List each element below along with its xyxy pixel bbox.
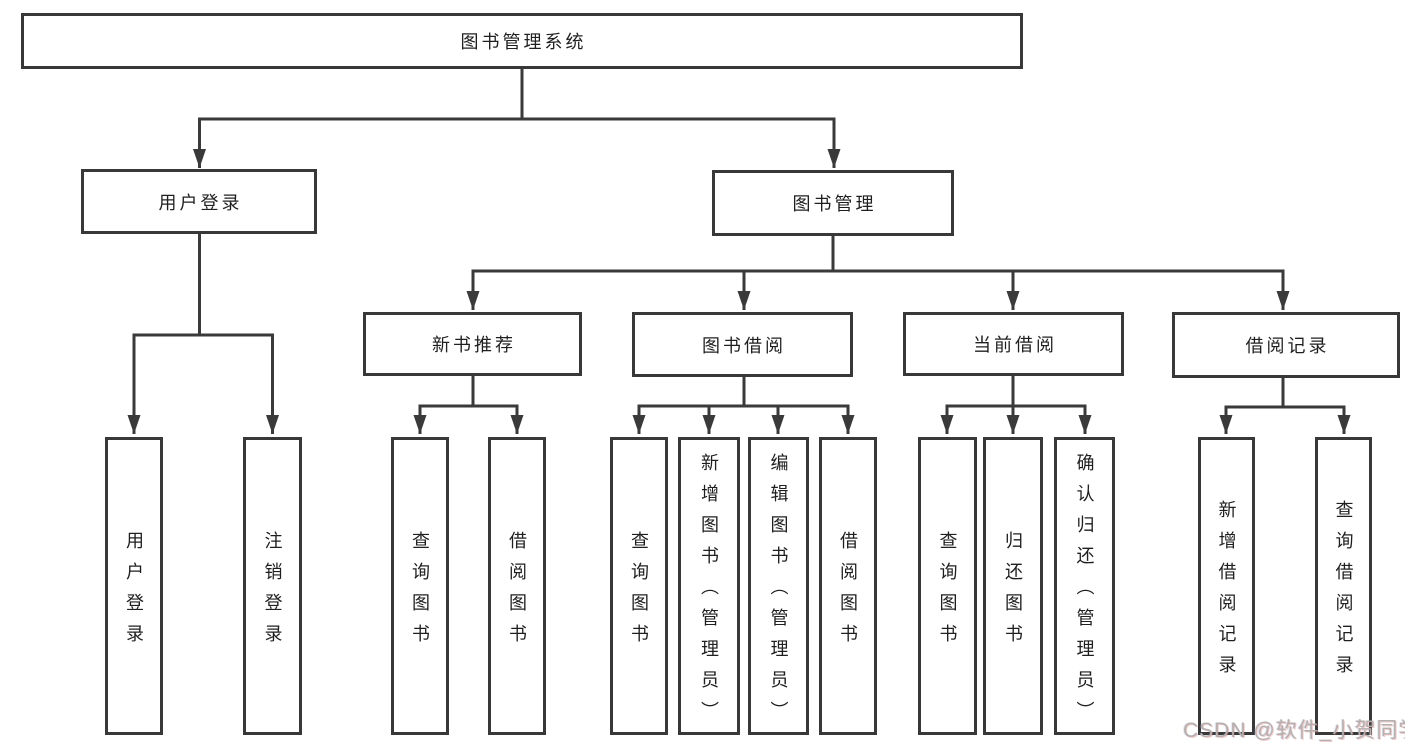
node-label: 图书管理系统 xyxy=(460,32,587,52)
leaf-user-login: 用户登录 xyxy=(105,437,163,735)
node-user-login: 用户登录 xyxy=(81,169,317,234)
node-label: 归还图书 xyxy=(1003,530,1023,655)
node-book-borrowing: 图书借阅 xyxy=(632,312,853,377)
leaf-add-borrow-record: 新增借阅记录 xyxy=(1198,437,1255,735)
leaf-query-books-recommend: 查询图书 xyxy=(391,437,449,735)
leaf-edit-book-admin: 编辑图书（管理员） xyxy=(748,437,809,735)
leaf-query-borrow-record: 查询借阅记录 xyxy=(1315,437,1372,735)
node-label: 借阅图书 xyxy=(507,530,527,655)
node-label: 用户登录 xyxy=(158,192,243,213)
csdn-watermark: CSDN @软件_小贺同学 xyxy=(1183,719,1405,742)
node-new-book-recommend: 新书推荐 xyxy=(363,312,582,376)
node-label: 图书借阅 xyxy=(702,335,786,356)
node-borrowing-records: 借阅记录 xyxy=(1172,312,1400,378)
node-label: 查询借阅记录 xyxy=(1333,499,1354,686)
node-book-management: 图书管理 xyxy=(712,170,954,236)
node-current-borrowing: 当前借阅 xyxy=(903,312,1124,376)
leaf-borrow-books-borrowing: 借阅图书 xyxy=(819,437,877,735)
leaf-query-books-current: 查询图书 xyxy=(918,437,977,735)
node-label: 编辑图书（管理员） xyxy=(768,453,789,732)
node-label: 新增借阅记录 xyxy=(1216,499,1237,686)
node-label: 新书推荐 xyxy=(432,335,516,355)
node-label: 当前借阅 xyxy=(973,335,1057,355)
leaf-return-book: 归还图书 xyxy=(983,437,1043,735)
leaf-logout: 注销登录 xyxy=(243,437,302,735)
node-library-management-system: 图书管理系统 xyxy=(21,13,1023,69)
node-label: 借阅记录 xyxy=(1245,336,1330,356)
node-label: 用户登录 xyxy=(124,530,144,655)
node-label: 查询图书 xyxy=(629,530,649,655)
leaf-borrow-books-recommend: 借阅图书 xyxy=(488,437,546,735)
node-label: 新增图书（管理员） xyxy=(699,453,719,732)
node-label: 注销登录 xyxy=(262,530,283,655)
node-label: 查询图书 xyxy=(937,530,958,655)
leaf-add-book-admin: 新增图书（管理员） xyxy=(678,437,740,735)
node-label: 图书管理 xyxy=(792,194,877,214)
leaf-confirm-return-admin: 确认归还（管理员） xyxy=(1054,437,1115,735)
node-label: 确认归还（管理员） xyxy=(1074,453,1095,732)
node-label: 查询图书 xyxy=(410,530,430,655)
leaf-query-books-borrowing: 查询图书 xyxy=(610,437,668,735)
node-label: 借阅图书 xyxy=(838,530,858,655)
